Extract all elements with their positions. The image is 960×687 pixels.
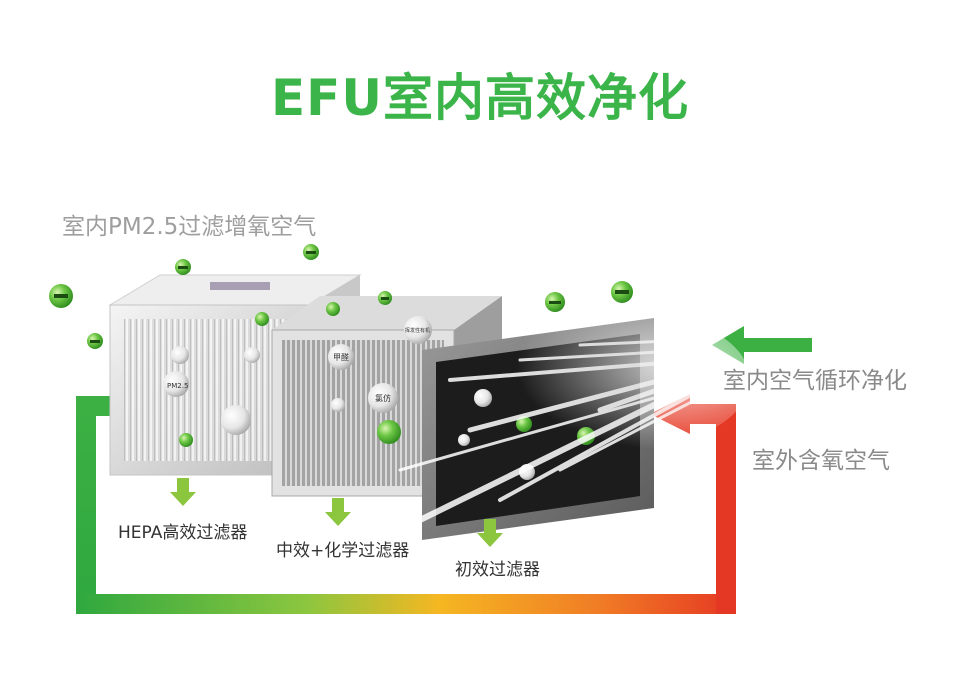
down-arrow-medium [325,498,351,526]
circulation-label: 室内空气循环净化 [723,368,907,394]
primary-filter-label: 初效过滤器 [455,560,540,580]
medium-filter-label: 中效+化学过滤器 [276,541,410,561]
hepa-filter-label: HEPA高效过滤器 [118,523,248,543]
voc-tag: 挥发性有机 [405,327,430,334]
formaldehyde-tag: 甲醛 [333,352,349,362]
air-spray [398,310,750,523]
indoor-air-label: 室内PM2.5过滤增氧空气 [62,214,317,240]
down-arrow-hepa [170,478,196,506]
outdoor-air-label: 室外含氧空气 [752,448,890,474]
hepa-pm25-tag: PM2.5 [167,382,188,390]
oxygen-particles [49,244,633,349]
page-title: EFU室内高效净化 [271,69,689,127]
chloroform-tag: 氯仿 [375,393,391,403]
down-arrow-primary [477,519,503,547]
